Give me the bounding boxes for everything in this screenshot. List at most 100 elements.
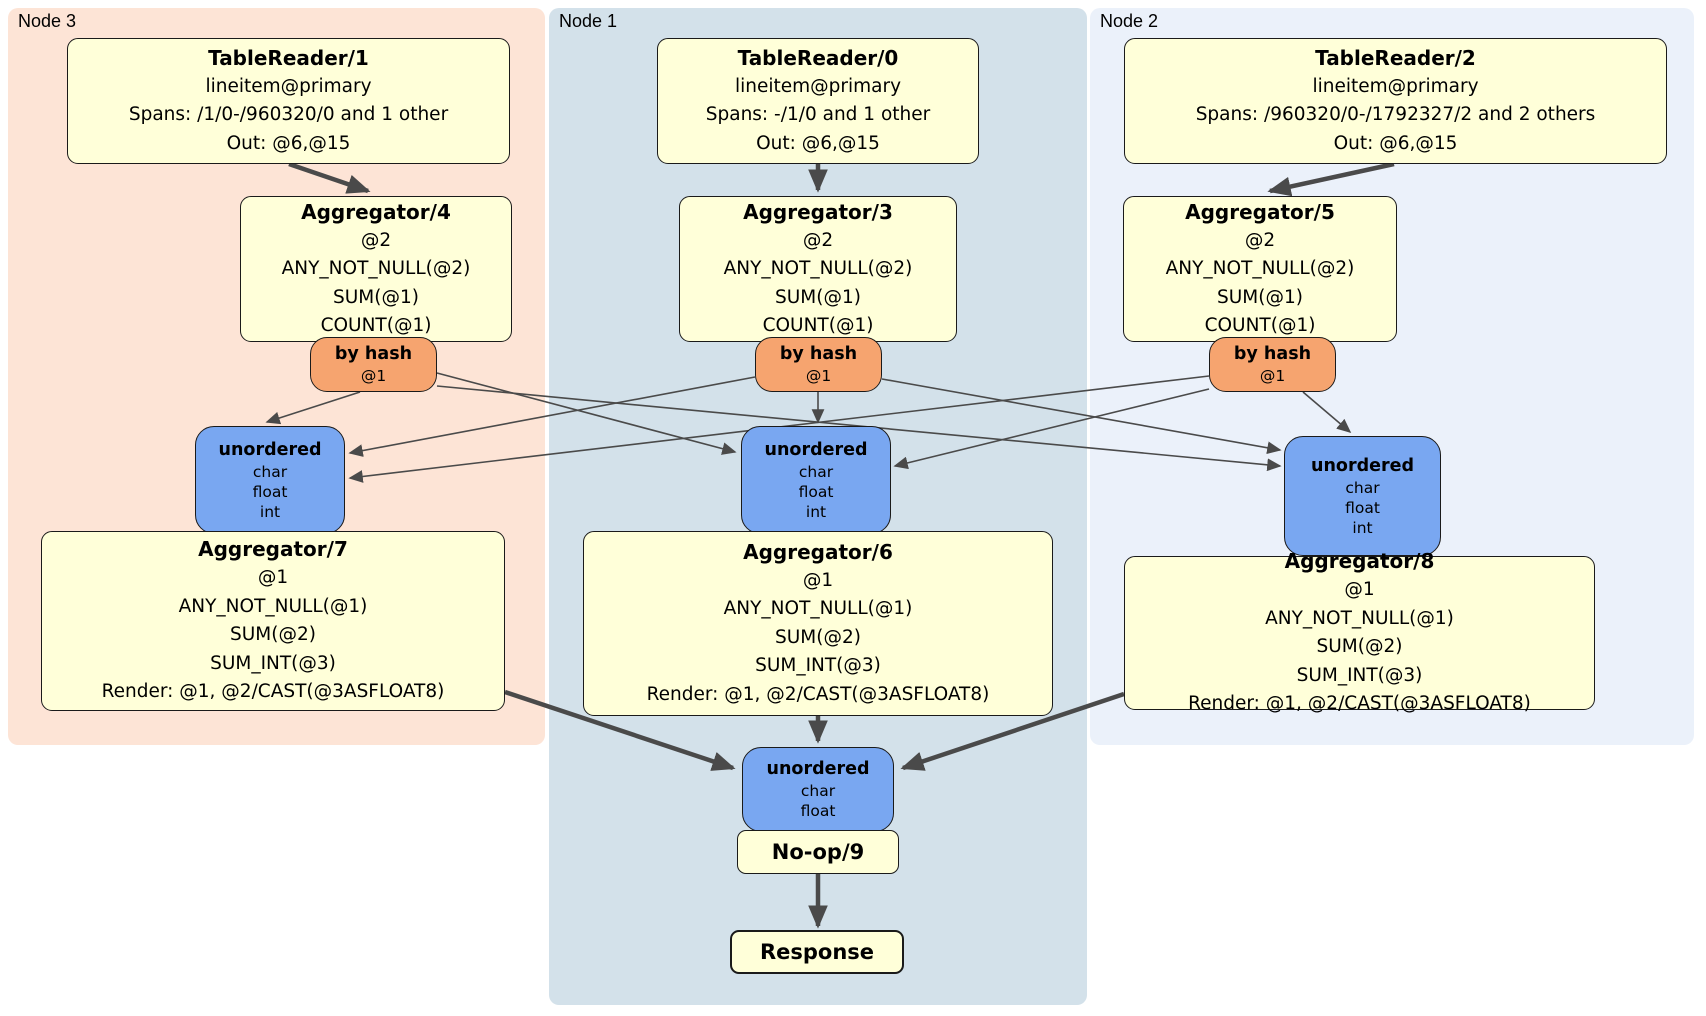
box-line: SUM(@2): [775, 626, 861, 648]
node2-label: Node 2: [1100, 11, 1159, 31]
box-line: ANY_NOT_NULL(@1): [178, 595, 368, 617]
box-line: Spans: /960320/0-/1792327/2 and 2 others: [1195, 104, 1596, 126]
box-line: int: [805, 502, 827, 521]
hash-router-node2: by hash @1: [1209, 337, 1336, 392]
box-line: COUNT(@1): [762, 315, 874, 336]
box-line: ANY_NOT_NULL(@1): [1265, 607, 1454, 629]
box-line: SUM(@1): [1217, 286, 1303, 308]
box-line: Spans: /1/0-/960320/0 and 1 other: [128, 104, 449, 126]
box-line: char: [798, 462, 834, 481]
hash-router-node3: by hash @1: [310, 337, 437, 392]
box-line: @1: [1259, 367, 1286, 385]
box-line: ANY_NOT_NULL(@2): [1165, 258, 1355, 279]
aggregator-5-box: Aggregator/5 @2 ANY_NOT_NULL(@2) SUM(@1)…: [1123, 196, 1397, 342]
node1-label: Node 1: [559, 11, 618, 31]
box-line: int: [1352, 518, 1373, 537]
box-line: Out: @6,@15: [226, 132, 351, 154]
box-line: char: [252, 462, 288, 481]
box-line: lineitem@primary: [205, 75, 372, 97]
unordered-sync-node3: unordered char float int: [195, 426, 345, 534]
box-line: @1: [257, 567, 289, 589]
box-line: float: [1345, 498, 1380, 517]
box-line: lineitem@primary: [1312, 75, 1479, 97]
box-line: SUM(@2): [1316, 636, 1403, 658]
edge-hash1-uno2: [881, 378, 1282, 455]
box-title: unordered: [766, 759, 870, 779]
box-line: float: [800, 802, 836, 820]
edge-hash2-uno2: [1302, 391, 1352, 434]
edge-agg7-unofinal: [504, 689, 736, 771]
box-title: TableReader/1: [208, 45, 369, 70]
box-line: SUM(@2): [230, 624, 316, 646]
aggregator-4-box: Aggregator/4 @2 ANY_NOT_NULL(@2) SUM(@1)…: [240, 196, 512, 342]
unordered-sync-node1: unordered char float int: [741, 426, 891, 534]
edge-tr2-agg5: [1267, 161, 1395, 197]
box-title: Aggregator/7: [198, 537, 348, 562]
box-title: by hash: [779, 344, 858, 364]
box-title: TableReader/2: [1315, 45, 1476, 70]
edge-hash3-uno1: [436, 372, 737, 455]
box-line: Out: @6,@15: [1333, 132, 1458, 154]
tablereader-0-box: TableReader/0 lineitem@primary Spans: -/…: [657, 38, 979, 164]
box-title: by hash: [1233, 344, 1312, 364]
box-line: Render: @1, @2/CAST(@3ASFLOAT8): [1188, 693, 1531, 715]
box-line: @1: [802, 569, 834, 591]
box-title: unordered: [218, 439, 322, 460]
response-box: Response: [730, 930, 904, 974]
box-title: Aggregator/6: [743, 539, 893, 564]
box-title: TableReader/0: [737, 45, 899, 70]
box-title: Response: [759, 939, 875, 964]
box-line: SUM_INT(@3): [1296, 664, 1423, 686]
box-line: float: [252, 482, 288, 501]
box-line: Render: @1, @2/CAST(@3ASFLOAT8): [646, 683, 990, 705]
box-title: Aggregator/5: [1185, 199, 1335, 224]
edge-agg8-unofinal: [900, 691, 1125, 771]
box-line: SUM_INT(@3): [755, 655, 881, 677]
edge-hash1-uno3: [348, 376, 756, 457]
edge-hash3-uno3: [265, 391, 361, 425]
box-line: char: [1345, 478, 1380, 497]
box-line: lineitem@primary: [734, 75, 902, 97]
hash-router-node1: by hash @1: [755, 337, 882, 392]
box-line: char: [800, 782, 836, 800]
box-line: @2: [1244, 229, 1276, 251]
box-line: Render: @1, @2/CAST(@3ASFLOAT8): [101, 681, 445, 703]
box-line: COUNT(@1): [320, 315, 432, 336]
box-line: @2: [802, 229, 834, 251]
box-title: Aggregator/8: [1284, 549, 1435, 574]
aggregator-6-box: Aggregator/6 @1 ANY_NOT_NULL(@1) SUM(@2)…: [583, 531, 1053, 716]
aggregator-8-box: Aggregator/8 @1 ANY_NOT_NULL(@1) SUM(@2)…: [1124, 549, 1595, 714]
box-line: int: [259, 502, 281, 521]
box-line: @2: [360, 229, 392, 251]
box-line: SUM(@1): [775, 286, 861, 308]
unordered-sync-final: unordered char float: [742, 747, 894, 832]
box-title: No-op/9: [771, 839, 865, 864]
box-line: SUM_INT(@3): [210, 652, 336, 674]
box-line: @1: [1344, 579, 1375, 601]
box-line: @1: [805, 367, 832, 385]
aggregator-7-box: Aggregator/7 @1 ANY_NOT_NULL(@1) SUM(@2)…: [41, 531, 505, 711]
edge-tr1-agg4: [288, 161, 371, 194]
unordered-sync-node2: unordered char float int: [1284, 436, 1441, 556]
box-title: Aggregator/3: [743, 199, 893, 224]
box-line: SUM(@1): [333, 286, 419, 308]
aggregator-3-box: Aggregator/3 @2 ANY_NOT_NULL(@2) SUM(@1)…: [679, 196, 957, 342]
node3-label: Node 3: [18, 11, 77, 31]
box-line: ANY_NOT_NULL(@2): [281, 258, 471, 279]
box-line: Out: @6,@15: [756, 132, 880, 154]
box-line: @1: [360, 367, 387, 385]
box-title: unordered: [1311, 455, 1414, 476]
tablereader-1-box: TableReader/1 lineitem@primary Spans: /1…: [67, 38, 510, 164]
box-line: float: [798, 482, 834, 501]
box-line: COUNT(@1): [1204, 315, 1316, 336]
box-line: ANY_NOT_NULL(@2): [723, 258, 913, 279]
box-title: by hash: [334, 344, 413, 364]
box-title: unordered: [764, 439, 868, 460]
edge-hash2-uno1: [893, 388, 1210, 470]
box-line: Spans: -/1/0 and 1 other: [705, 104, 931, 126]
box-title: Aggregator/4: [301, 199, 451, 224]
noop-9-box: No-op/9: [737, 830, 899, 874]
box-line: ANY_NOT_NULL(@1): [723, 598, 913, 620]
